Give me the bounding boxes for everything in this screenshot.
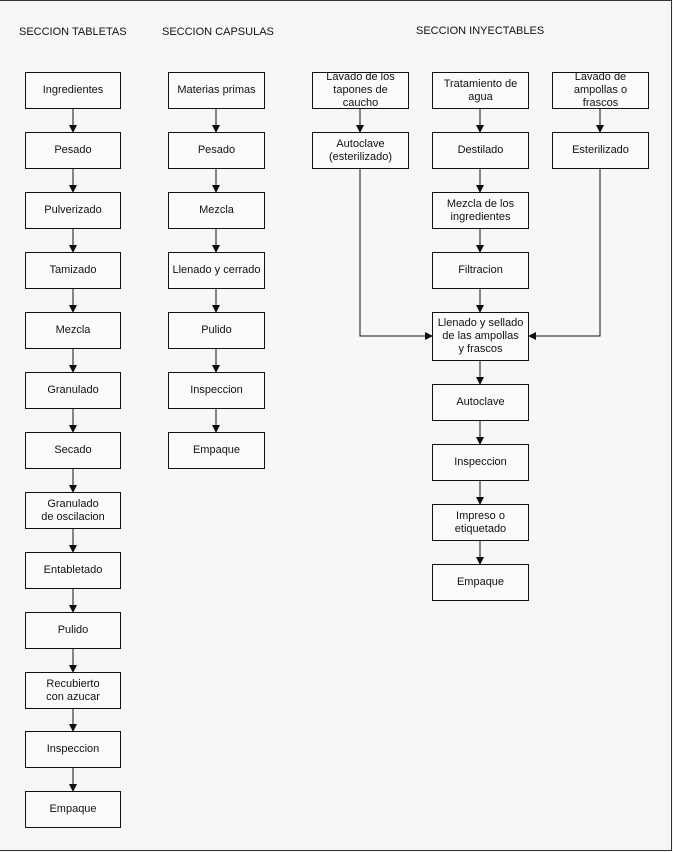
capsulas-step-pesado: Pesado [168,132,265,169]
inyectables-step-destilado: Destilado [432,132,529,169]
inyectables-step-impreso-etiquetado: Impreso o etiquetado [432,504,529,541]
tabletas-step-granulado-oscilacion: Granulado de oscilacion [25,492,121,529]
tabletas-step-pulverizado: Pulverizado [25,192,121,229]
inyectables-right-feed-arrow [528,169,601,340]
inyectables-step-llenado-sellado: Llenado y sellado de las ampollas y fras… [432,312,529,361]
inyectables-step-lavado-ampollas: Lavado de ampollas o frascos [552,71,649,109]
inyectables-step-filtracion: Filtracion [432,252,529,289]
tabletas-step-pesado: Pesado [25,132,121,169]
capsulas-step-empaque: Empaque [168,432,265,469]
capsulas-step-inspeccion: Inspeccion [168,372,265,409]
tabletas-step-empaque: Empaque [25,791,121,828]
capsulas-step-pulido: Pulido [168,312,265,349]
capsulas-step-mezcla: Mezcla [168,192,265,229]
inyectables-step-inspeccion: Inspeccion [432,444,529,481]
inyectables-step-esterilizado: Esterilizado [552,132,649,169]
inyectables-left-feed-arrow [359,169,433,340]
tabletas-step-ingredientes: Ingredientes [25,72,121,109]
inyectables-step-lavado-tapones: Lavado de los tapones de caucho [312,71,409,109]
tabletas-step-inspeccion: Inspeccion [25,731,121,768]
capsulas-step-llenado-cerrado: Llenado y cerrado [168,252,265,289]
tabletas-step-granulado: Granulado [25,372,121,409]
heading-capsulas: SECCION CAPSULAS [162,26,274,38]
tabletas-step-tamizado: Tamizado [25,252,121,289]
tabletas-step-pulido: Pulido [25,612,121,649]
capsulas-step-materias-primas: Materias primas [168,72,265,109]
heading-inyectables: SECCION INYECTABLES [416,25,545,37]
inyectables-step-mezcla-ingredientes: Mezcla de los ingredientes [432,192,529,229]
tabletas-step-entabletado: Entabletado [25,552,121,589]
inyectables-step-autoclave: Autoclave [432,384,529,421]
inyectables-step-autoclave-esterilizado: Autoclave (esterilizado) [312,132,409,169]
inyectables-step-tratamiento-agua: Tratamiento de agua [432,72,529,109]
tabletas-step-recubierto: Recubierto con azucar [25,672,121,709]
tabletas-step-secado: Secado [25,432,121,469]
tabletas-step-mezcla: Mezcla [25,312,121,349]
inyectables-step-empaque: Empaque [432,564,529,601]
heading-tabletas: SECCION TABLETAS [19,26,127,38]
